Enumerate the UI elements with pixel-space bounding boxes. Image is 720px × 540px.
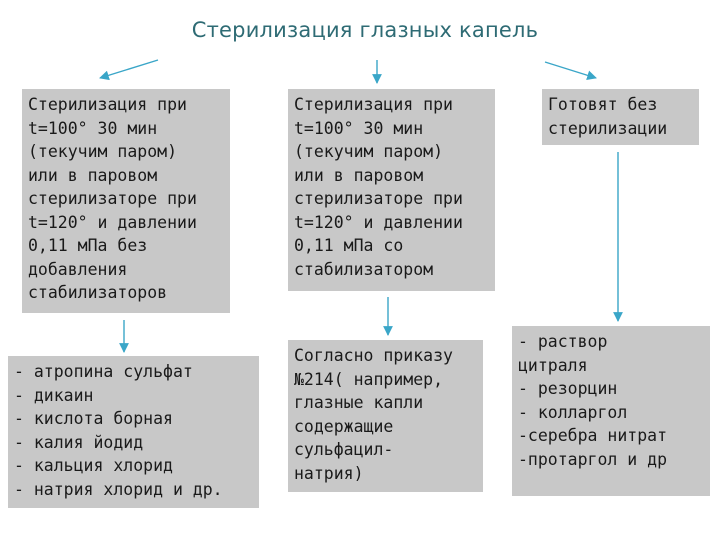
arrow-title-to-top-left <box>99 59 159 81</box>
box-sterilization-with-stabilizer: Стерилизация при t=100° 30 мин (текучим … <box>288 89 495 291</box>
box-list-no-sterilization: - раствор цитраля - резорцин - колларгол… <box>512 326 710 496</box>
box-order-214: Согласно приказу №214( например, глазные… <box>288 340 483 492</box>
diagram-title: Стерилизация глазных капель <box>191 18 539 42</box>
arrow-title-to-top-right <box>544 61 597 81</box>
box-list-without-stabilizer: - атропина сульфат - дикаин - кислота бо… <box>8 356 259 508</box>
box-sterilization-without-stabilizer: Стерилизация при t=100° 30 мин (текучим … <box>22 89 230 313</box>
box-no-sterilization: Готовят без стерилизации <box>542 89 699 145</box>
